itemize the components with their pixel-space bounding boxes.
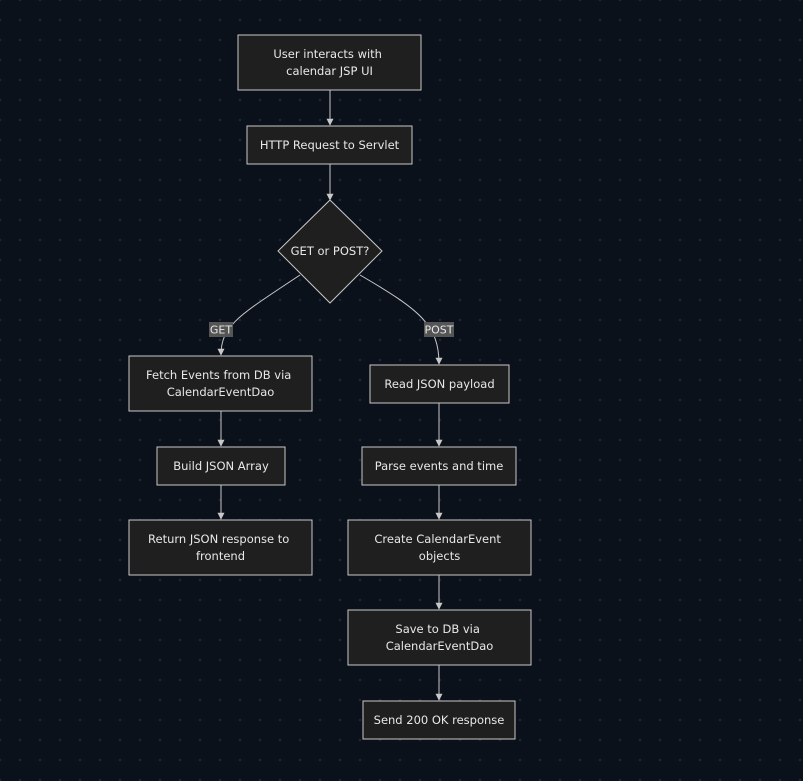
edges bbox=[217, 90, 443, 701]
svg-text:Parse events and time: Parse events and time bbox=[375, 459, 504, 473]
svg-text:Save to DB via CalendarE: Save to DB via CalendarEventDao bbox=[386, 622, 494, 653]
svg-text:Build JSON Array: Build JSON Array bbox=[173, 459, 269, 473]
node-build-json-label: Build JSON Array bbox=[173, 459, 269, 473]
edge-label-post-text: POST bbox=[425, 324, 454, 337]
node-save-db: Save to DB via CalendarEventDao bbox=[347, 609, 532, 666]
node-create-objects-line-1: Create CalendarEvent bbox=[374, 532, 501, 546]
node-save-db-line-1: Save to DB via bbox=[395, 622, 480, 636]
edge-decision-to-read bbox=[359, 274, 443, 365]
node-send-ok-label: Send 200 OK response bbox=[374, 713, 505, 727]
node-return-json-line-2: frontend bbox=[196, 549, 245, 563]
node-read-json-label: Read JSON payload bbox=[384, 377, 494, 391]
svg-text:Create CalendarEvent obj: Create CalendarEvent objects bbox=[374, 532, 504, 563]
node-decision: GET or POST? bbox=[277, 199, 383, 304]
svg-text:User interacts with cale: User interacts with calendar JSP UI bbox=[273, 47, 385, 78]
node-parse-events-label: Parse events and time bbox=[375, 459, 504, 473]
node-http-request-label: HTTP Request to Servlet bbox=[260, 138, 400, 152]
node-http-request: HTTP Request to Servlet bbox=[246, 125, 413, 165]
node-user-interacts: User interacts with calendar JSP UI bbox=[237, 34, 422, 91]
node-send-ok: Send 200 OK response bbox=[362, 700, 516, 740]
edge-decision-to-fetch bbox=[217, 274, 301, 356]
node-parse-events: Parse events and time bbox=[361, 446, 517, 486]
node-return-json-line-1: Return JSON response to bbox=[148, 532, 289, 546]
edge-label-get-text: GET bbox=[210, 324, 232, 337]
node-user-interacts-line-1: User interacts with bbox=[273, 47, 382, 61]
node-user-interacts-line-2: calendar JSP UI bbox=[286, 64, 373, 78]
node-fetch-events: Fetch Events from DB via CalendarEventDa… bbox=[128, 355, 313, 412]
edge-label-get: GET bbox=[209, 322, 233, 337]
svg-text:HTTP Request to Servlet: HTTP Request to Servlet bbox=[260, 138, 400, 152]
node-read-json: Read JSON payload bbox=[369, 364, 510, 404]
node-create-objects-line-2: objects bbox=[419, 549, 460, 563]
svg-text:Return JSON response to: Return JSON response to frontend bbox=[148, 532, 293, 563]
node-return-json: Return JSON response to frontend bbox=[128, 519, 313, 576]
svg-text:Read JSON payload: Read JSON payload bbox=[384, 377, 494, 391]
node-fetch-events-line-2: CalendarEventDao bbox=[167, 385, 275, 399]
svg-text:Send 200 OK response: Send 200 OK response bbox=[374, 713, 505, 727]
edge-label-post: POST bbox=[424, 322, 454, 337]
node-save-db-line-2: CalendarEventDao bbox=[386, 639, 494, 653]
node-build-json: Build JSON Array bbox=[156, 446, 286, 486]
node-decision-label: GET or POST? bbox=[291, 244, 370, 258]
svg-text:Fetch Events from DB via: Fetch Events from DB via CalendarEventDa… bbox=[146, 368, 295, 399]
node-create-objects: Create CalendarEvent objects bbox=[347, 519, 532, 576]
node-fetch-events-line-1: Fetch Events from DB via bbox=[146, 368, 291, 382]
svg-text:GET or POST?: GET or POST? bbox=[291, 244, 370, 258]
